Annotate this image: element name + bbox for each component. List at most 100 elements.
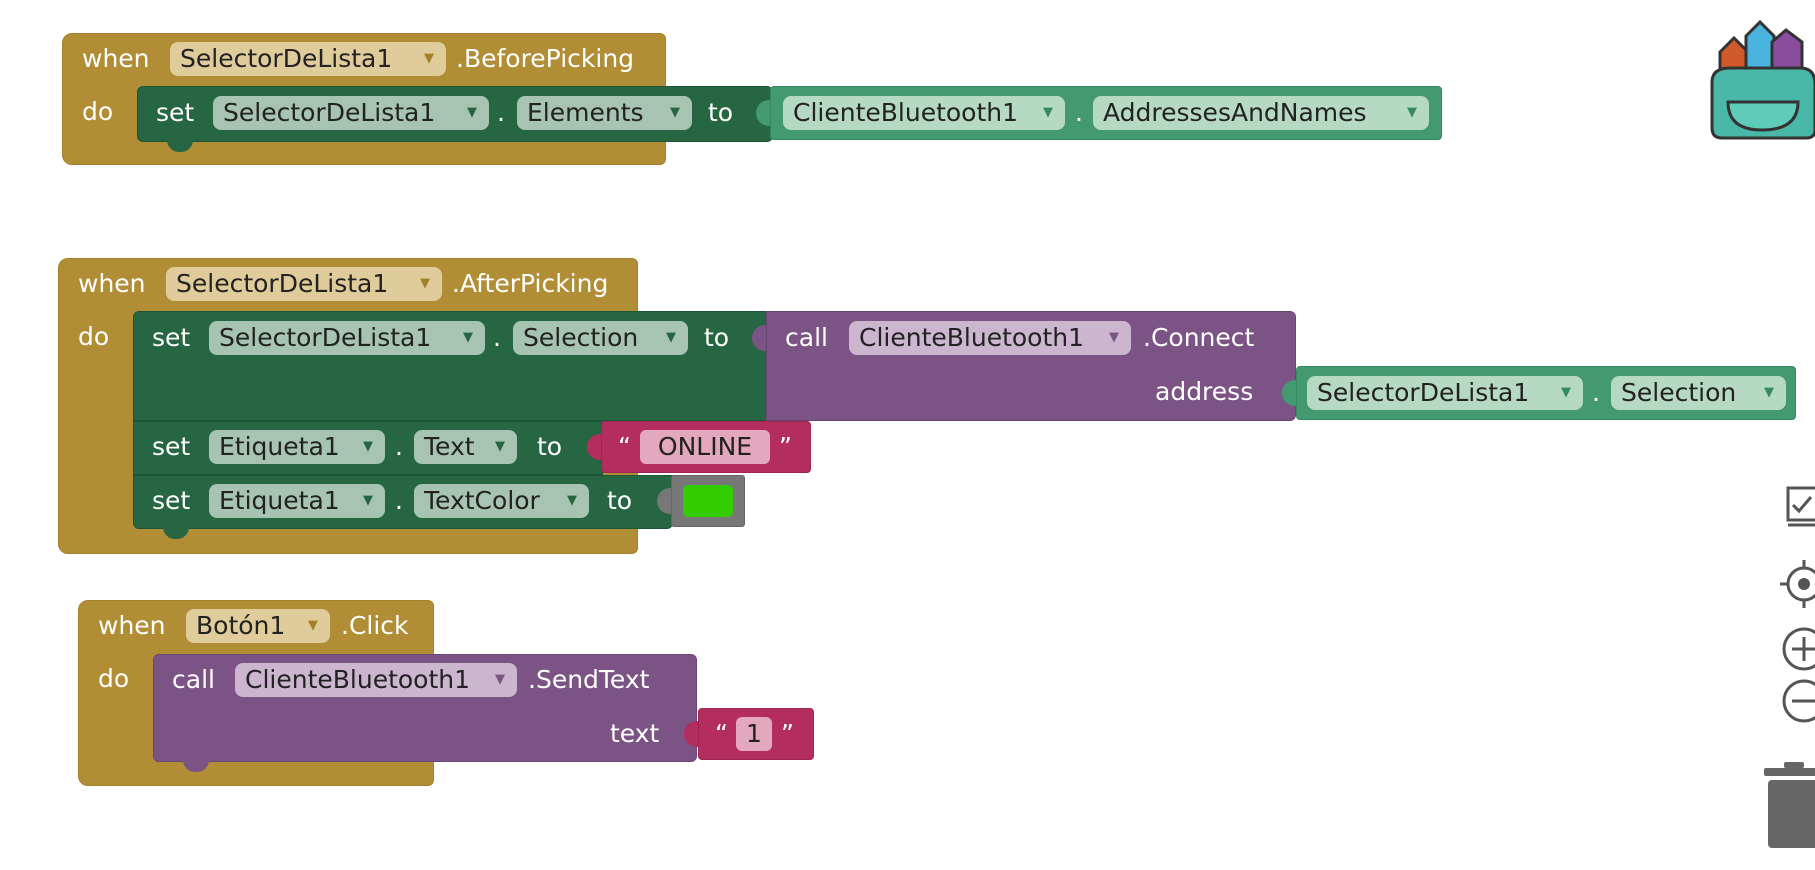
property-dropdown[interactable]: AddressesAndNames ▼ — [1093, 96, 1429, 130]
do-label: do — [98, 664, 130, 693]
component-name: ClienteBluetooth1 — [793, 98, 1019, 127]
dropdown-arrow-icon: ▼ — [1109, 330, 1119, 345]
when-label: when — [82, 44, 150, 73]
close-quote: ” — [781, 719, 794, 748]
property-dropdown[interactable]: Selection ▼ — [1611, 376, 1786, 410]
component-name: Etiqueta1 — [219, 486, 340, 515]
dropdown-arrow-icon: ▼ — [463, 330, 473, 345]
block-notch — [163, 527, 189, 539]
param-label: address — [1155, 377, 1254, 406]
close-quote: ” — [779, 432, 792, 461]
text-value-field[interactable]: ONLINE — [640, 430, 770, 464]
component-name: Etiqueta1 — [219, 432, 340, 461]
event-name: .Click — [341, 611, 409, 640]
component-dropdown[interactable]: SelectorDeLista1 ▼ — [166, 267, 442, 301]
property-dropdown[interactable]: Text ▼ — [414, 430, 517, 464]
dot: . — [395, 486, 403, 515]
component-dropdown[interactable]: SelectorDeLista1 ▼ — [170, 42, 446, 76]
property-name: Selection — [1621, 378, 1737, 407]
component-name: Botón1 — [196, 611, 286, 640]
zoom-in-icon[interactable] — [1780, 626, 1815, 672]
component-dropdown[interactable]: ClienteBluetooth1 ▼ — [849, 321, 1131, 355]
param-label: text — [610, 719, 660, 748]
dot: . — [497, 98, 505, 127]
input-connector — [1282, 380, 1296, 406]
component-dropdown[interactable]: Etiqueta1 ▼ — [209, 430, 385, 464]
dot: . — [395, 432, 403, 461]
component-dropdown[interactable]: Etiqueta1 ▼ — [209, 484, 385, 518]
text-value: 1 — [746, 719, 762, 748]
backpack-icon[interactable] — [1690, 12, 1815, 140]
input-connector — [657, 488, 671, 514]
dropdown-arrow-icon: ▼ — [363, 439, 373, 454]
component-dropdown[interactable]: SelectorDeLista1 ▼ — [1307, 376, 1583, 410]
component-name: SelectorDeLista1 — [219, 323, 432, 352]
property-name: Text — [424, 432, 475, 461]
component-dropdown[interactable]: ClienteBluetooth1 ▼ — [783, 96, 1065, 130]
block-notch — [167, 140, 193, 152]
dropdown-arrow-icon: ▼ — [1043, 105, 1053, 120]
when-label: when — [78, 269, 146, 298]
checklist-icon[interactable] — [1785, 485, 1815, 527]
set-keyword: set — [152, 432, 191, 461]
component-name: SelectorDeLista1 — [176, 269, 389, 298]
zoom-out-icon[interactable] — [1780, 678, 1815, 724]
dropdown-arrow-icon: ▼ — [495, 439, 505, 454]
component-dropdown[interactable]: ClienteBluetooth1 ▼ — [235, 663, 517, 697]
dot: . — [1075, 98, 1083, 127]
input-connector — [587, 434, 601, 460]
dropdown-arrow-icon: ▼ — [420, 276, 430, 291]
text-value: ONLINE — [657, 432, 753, 461]
method-name: .Connect — [1143, 323, 1255, 352]
dropdown-arrow-icon: ▼ — [1764, 385, 1774, 400]
dropdown-arrow-icon: ▼ — [363, 493, 373, 508]
component-dropdown[interactable]: SelectorDeLista1 ▼ — [209, 321, 485, 355]
input-connector — [752, 325, 766, 351]
do-label: do — [78, 322, 110, 351]
dropdown-arrow-icon: ▼ — [1407, 105, 1417, 120]
component-name: SelectorDeLista1 — [223, 98, 436, 127]
set-keyword: set — [156, 98, 195, 127]
dropdown-arrow-icon: ▼ — [670, 105, 680, 120]
recenter-icon[interactable] — [1780, 560, 1815, 608]
dropdown-arrow-icon: ▼ — [308, 618, 318, 633]
trash-icon[interactable] — [1762, 760, 1815, 850]
component-name: ClienteBluetooth1 — [245, 665, 471, 694]
set-keyword: set — [152, 323, 191, 352]
color-swatch[interactable] — [683, 485, 733, 517]
property-name: TextColor — [424, 486, 540, 515]
property-dropdown[interactable]: TextColor ▼ — [414, 484, 589, 518]
do-label: do — [82, 97, 114, 126]
to-keyword: to — [708, 98, 734, 127]
block-notch — [183, 760, 209, 772]
property-dropdown[interactable]: Selection ▼ — [513, 321, 688, 355]
dropdown-arrow-icon: ▼ — [495, 672, 505, 687]
open-quote: “ — [715, 719, 728, 748]
to-keyword: to — [704, 323, 730, 352]
dropdown-arrow-icon: ▼ — [467, 105, 477, 120]
text-value-field[interactable]: 1 — [736, 717, 772, 751]
open-quote: “ — [618, 432, 631, 461]
component-name: SelectorDeLista1 — [1317, 378, 1530, 407]
to-keyword: to — [607, 486, 633, 515]
dropdown-arrow-icon: ▼ — [424, 51, 434, 66]
component-name: ClienteBluetooth1 — [859, 323, 1085, 352]
property-dropdown[interactable]: Elements ▼ — [517, 96, 692, 130]
input-connector — [756, 100, 770, 126]
call-keyword: call — [785, 323, 828, 352]
dropdown-arrow-icon: ▼ — [1561, 385, 1571, 400]
component-dropdown[interactable]: SelectorDeLista1 ▼ — [213, 96, 489, 130]
event-name: .AfterPicking — [452, 269, 609, 298]
component-dropdown[interactable]: Botón1 ▼ — [186, 609, 330, 643]
property-name: Elements — [527, 98, 644, 127]
component-name: SelectorDeLista1 — [180, 44, 393, 73]
property-name: Selection — [523, 323, 639, 352]
dropdown-arrow-icon: ▼ — [567, 493, 577, 508]
call-keyword: call — [172, 665, 215, 694]
property-name: AddressesAndNames — [1103, 98, 1367, 127]
set-keyword: set — [152, 486, 191, 515]
dot: . — [493, 323, 501, 352]
to-keyword: to — [537, 432, 563, 461]
dropdown-arrow-icon: ▼ — [666, 330, 676, 345]
input-connector — [684, 721, 698, 747]
